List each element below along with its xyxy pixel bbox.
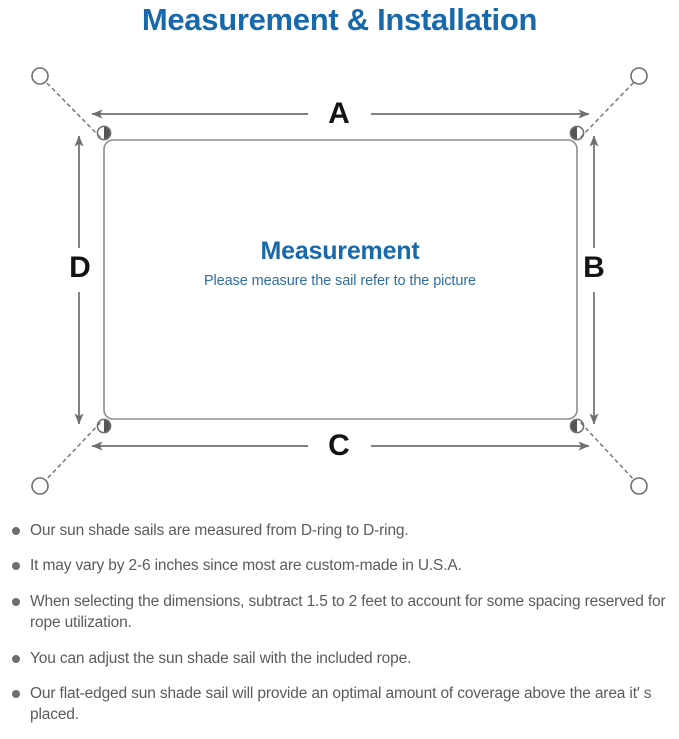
note-text: Our flat-edged sun shade sail will provi… bbox=[30, 684, 652, 724]
page-title: Measurement & Installation bbox=[141, 2, 538, 37]
dimension-label-c: C bbox=[328, 429, 350, 462]
sail-body bbox=[103, 139, 578, 420]
dimension-label-b: B bbox=[583, 251, 605, 284]
d-ring-top-left bbox=[96, 125, 112, 141]
bullet-icon bbox=[12, 527, 20, 535]
bullet-icon bbox=[12, 597, 20, 606]
note-text: It may vary by 2-6 inches since most are… bbox=[30, 557, 462, 575]
sail-center-heading: Measurement bbox=[260, 237, 420, 265]
rope-top-left bbox=[43, 79, 101, 138]
rope-bottom-right bbox=[580, 422, 637, 483]
note-item: Our flat-edged sun shade sail will provi… bbox=[0, 683, 679, 726]
note-text: You can adjust the sun shade sail with t… bbox=[30, 649, 412, 667]
dimension-arrows bbox=[74, 109, 599, 451]
bullet-icon bbox=[12, 689, 20, 698]
d-ring-bottom-left bbox=[96, 418, 112, 434]
sail-center-subtitle: Please measure the sail refer to the pic… bbox=[203, 272, 477, 289]
rope-top-right bbox=[580, 79, 637, 138]
anchor-point-bottom-left bbox=[31, 477, 49, 495]
rope-lines bbox=[43, 79, 637, 483]
anchor-points bbox=[31, 67, 648, 495]
d-ring-top-right bbox=[569, 125, 585, 141]
measurement-diagram: A B C D Measurement Please measure the s… bbox=[0, 52, 679, 514]
diagram-canvas bbox=[31, 67, 648, 495]
rope-bottom-left bbox=[43, 422, 101, 483]
note-item: Our sun shade sails are measured from D-… bbox=[0, 520, 679, 541]
note-item: When selecting the dimensions, subtract … bbox=[0, 591, 679, 634]
bullet-icon bbox=[12, 654, 20, 663]
dimension-label-a: A bbox=[328, 97, 350, 130]
note-text: When selecting the dimensions, subtract … bbox=[30, 592, 666, 632]
anchor-point-top-right bbox=[630, 67, 648, 85]
anchor-point-bottom-right bbox=[630, 477, 648, 495]
dimension-label-d: D bbox=[69, 251, 91, 284]
note-text: Our sun shade sails are measured from D-… bbox=[30, 522, 409, 539]
note-item: It may vary by 2-6 inches since most are… bbox=[0, 555, 679, 576]
note-item: You can adjust the sun shade sail with t… bbox=[0, 648, 679, 669]
sail-center-caption: Measurement Please measure the sail refe… bbox=[130, 237, 550, 290]
d-rings bbox=[96, 125, 585, 434]
anchor-point-top-left bbox=[31, 67, 49, 85]
d-ring-bottom-right bbox=[569, 418, 585, 434]
notes-list: Our sun shade sails are measured from D-… bbox=[0, 520, 679, 726]
bullet-icon bbox=[12, 562, 20, 571]
